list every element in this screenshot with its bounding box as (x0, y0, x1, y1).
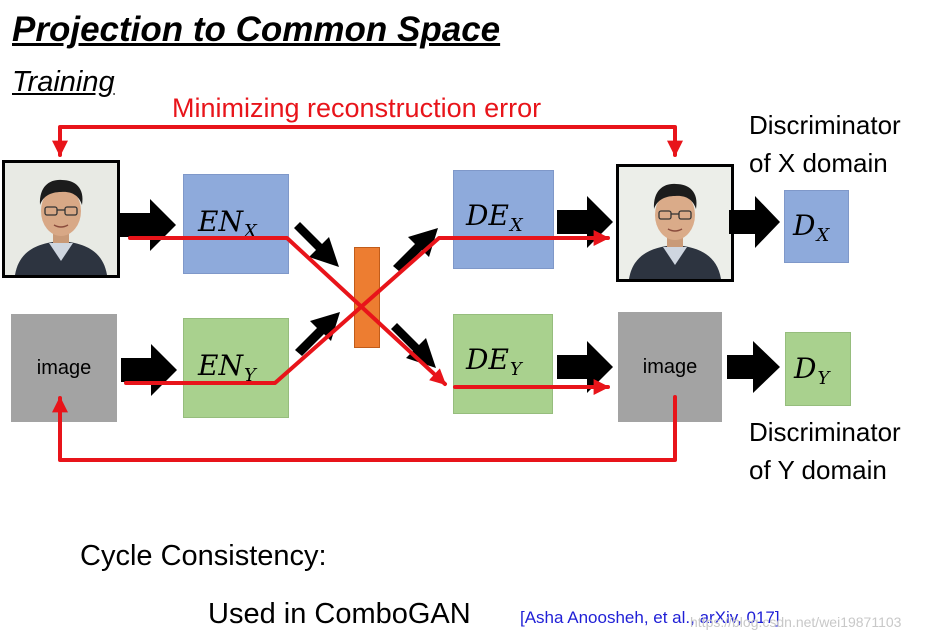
discriminator-y-block: DY (785, 332, 851, 406)
discriminator-y-caption: Discriminator of Y domain (749, 413, 901, 489)
encoder-x-block: ENX (183, 174, 289, 274)
cycle-consistency-heading: Cycle Consistency: (80, 540, 327, 572)
arrow-input-to-encoder-y (121, 344, 177, 396)
y-path-line (124, 230, 610, 385)
encoder-y-block: ENY (183, 318, 289, 418)
page-subtitle: Training (12, 66, 115, 98)
cycle-loop-arrow (52, 395, 677, 462)
discriminator-y-label: DY (794, 352, 830, 389)
x-path-line (128, 236, 447, 386)
citation-text: [Asha Anoosheh, et al., arXiv, 017] (520, 608, 780, 627)
decoder-y-block: DEY (453, 314, 553, 414)
arrow-decoder-x-to-photo (557, 196, 613, 248)
encoder-x-label: ENX (198, 205, 257, 242)
arrow-encoder-x-to-latent (294, 222, 339, 267)
arrow-encoder-y-to-latent (295, 312, 340, 356)
reconstruction-label: Minimizing reconstruction error (172, 93, 542, 123)
discriminator-x-block: DX (784, 190, 849, 263)
discriminator-x-line2: of X domain (749, 148, 888, 178)
discriminator-x-line1: Discriminator (749, 110, 901, 140)
reconstructed-face-photo (616, 164, 734, 282)
latent-code-block (354, 247, 380, 348)
input-face-photo (2, 160, 120, 278)
decoder-x-label: DEX (466, 199, 523, 236)
decoder-y-label: DEY (466, 343, 522, 380)
decoder-x-block: DEX (453, 170, 554, 269)
arrow-photo-to-discriminator-x (729, 196, 780, 248)
arrow-latent-to-decoder-x (393, 228, 438, 272)
arrow-input-to-encoder-x (120, 199, 176, 251)
discriminator-x-label: DX (793, 209, 830, 246)
reconstruction-loop-arrow (52, 125, 683, 157)
arrow-image-to-discriminator-y (727, 341, 780, 393)
watermark-text: https://blog.csdn.net/wei19871103 (690, 614, 902, 630)
face-portrait-icon (619, 167, 731, 279)
discriminator-x-caption: Discriminator of X domain (749, 106, 901, 182)
arrow-latent-to-decoder-y (391, 323, 436, 368)
encoder-y-label: ENY (198, 349, 256, 386)
discriminator-y-line2: of Y domain (749, 455, 887, 485)
discriminator-y-line1: Discriminator (749, 417, 901, 447)
image-output-box: image (618, 312, 722, 422)
face-portrait-icon (5, 163, 117, 275)
used-in-text: Used in ComboGAN (208, 598, 471, 630)
page-title: Projection to Common Space (12, 10, 501, 49)
